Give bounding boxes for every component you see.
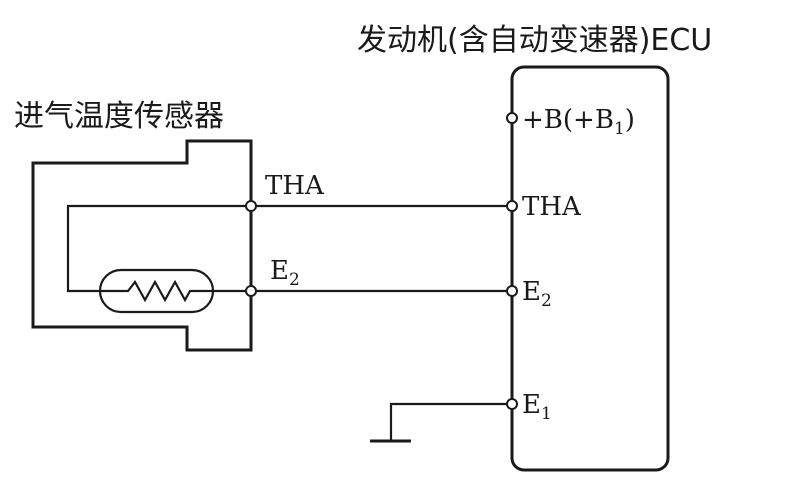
ecu-b-terminal xyxy=(506,112,518,124)
ecu-b-label: +B(+B1) xyxy=(522,105,635,139)
ecu-box xyxy=(510,65,670,472)
thermistor xyxy=(98,268,251,314)
sensor-e2-label: E2 xyxy=(270,256,300,290)
ecu-e1-label: E1 xyxy=(522,390,552,424)
ecu-e2-subscript: 2 xyxy=(541,291,552,311)
ecu-e1-subscript: 1 xyxy=(541,404,552,424)
ecu-e1-terminal xyxy=(506,398,518,410)
ecu-e2-terminal xyxy=(506,285,518,297)
sensor-tha-terminal xyxy=(245,200,257,212)
sensor-e2-terminal xyxy=(245,285,257,297)
sensor-housing xyxy=(31,139,253,352)
sensor-internal-wire xyxy=(66,204,251,293)
sensor-tha-label: THA xyxy=(265,171,325,201)
e1-ground-wire xyxy=(389,402,512,440)
sensor-title: 进气温度传感器 xyxy=(14,99,224,134)
ecu-tha-label: THA xyxy=(522,192,582,222)
resistor-zigzag xyxy=(120,279,213,303)
ecu-b-subscript: 1 xyxy=(614,119,625,139)
ecu-tha-terminal xyxy=(506,200,518,212)
ecu-e2-label: E2 xyxy=(522,277,552,311)
ecu-title: 发动机(含自动变速器)ECU xyxy=(357,23,712,58)
sensor-e2-subscript: 2 xyxy=(289,270,300,290)
